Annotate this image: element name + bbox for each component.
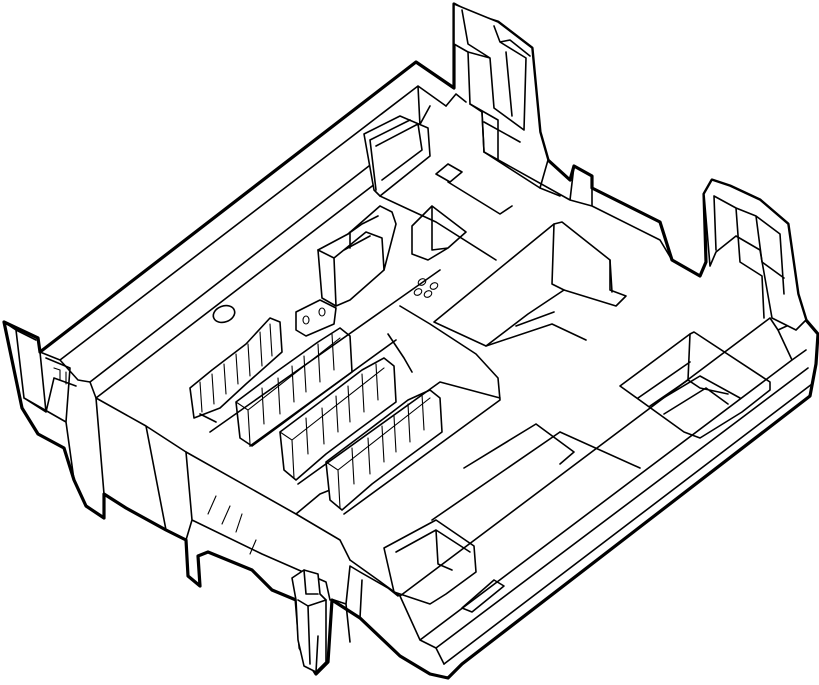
front-corner-pocket-inner bbox=[395, 529, 505, 613]
front-right-lip bbox=[435, 367, 813, 665]
hole-4 bbox=[413, 288, 423, 296]
rear-wall-lip bbox=[483, 121, 673, 261]
floor-rails bbox=[199, 269, 501, 515]
front-corner-pocket bbox=[383, 519, 477, 605]
rear-left-block-detail bbox=[369, 119, 423, 191]
left-tab-ribs bbox=[53, 367, 67, 385]
fuse-holder-row-2-teeth bbox=[279, 363, 385, 479]
front-floor-lines bbox=[431, 423, 641, 521]
fuse-column-left-ribs bbox=[199, 323, 273, 413]
rear-left-post-detail bbox=[461, 9, 531, 161]
front-lower-face bbox=[333, 565, 399, 643]
centre-recess bbox=[433, 221, 627, 347]
terminal-hole-1 bbox=[302, 315, 310, 325]
right-pocket bbox=[619, 331, 771, 439]
terminal-plate bbox=[295, 299, 337, 337]
floor-oval-hole bbox=[212, 304, 236, 324]
rear-center-pocket bbox=[411, 205, 467, 261]
fuse-holder-row-2 bbox=[279, 357, 397, 481]
front-right-wall bbox=[349, 317, 807, 665]
front-left-inner-edge bbox=[185, 451, 351, 561]
terminal-hole-2 bbox=[318, 307, 326, 317]
relay-tower-rear-detail bbox=[317, 215, 385, 307]
front-vents bbox=[207, 495, 257, 555]
rear-left-block bbox=[363, 115, 431, 197]
left-end-tab bbox=[3, 321, 77, 481]
centre-recess-walls bbox=[485, 223, 613, 347]
hole-2 bbox=[429, 282, 439, 290]
fuse-holder-row-3 bbox=[325, 389, 443, 511]
front-clip-detail bbox=[297, 569, 327, 673]
rear-right-post bbox=[703, 179, 807, 331]
rear-right-post-detail bbox=[713, 195, 785, 319]
relay-tower-rear bbox=[317, 205, 397, 307]
fuse-holder-row-3-teeth bbox=[325, 393, 431, 509]
hole-3 bbox=[423, 290, 433, 298]
front-left-wall bbox=[95, 397, 331, 601]
right-pocket-inner bbox=[637, 333, 741, 415]
fuse-holder-row-1-teeth bbox=[235, 333, 341, 445]
